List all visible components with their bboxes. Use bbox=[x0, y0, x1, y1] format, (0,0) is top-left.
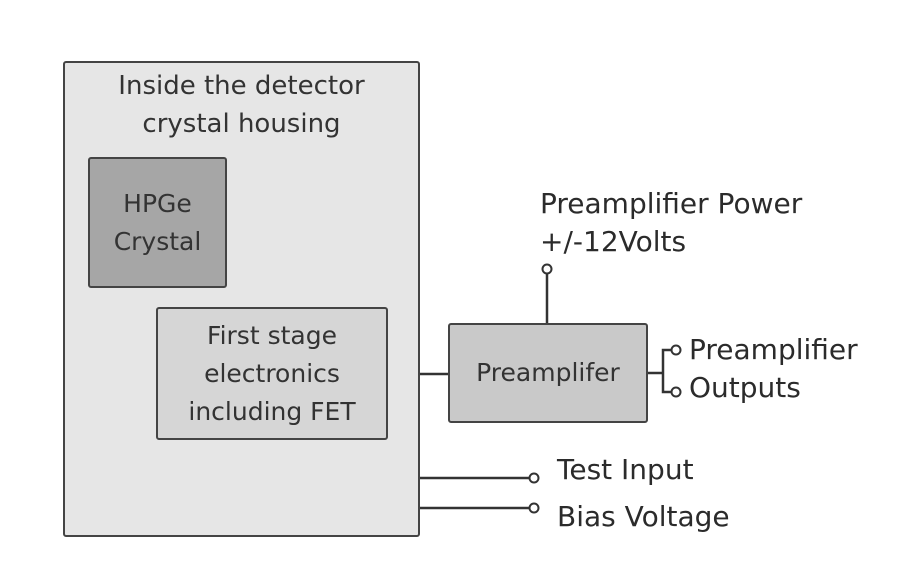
detector-housing-box: Inside the detector crystal housing bbox=[63, 61, 420, 537]
power-terminal bbox=[541, 263, 553, 275]
crystal-label-line1: HPGe bbox=[123, 188, 192, 218]
test-input-terminal bbox=[528, 472, 540, 484]
output-terminal-lower bbox=[670, 386, 682, 398]
housing-label-line1: Inside the detector bbox=[118, 71, 365, 101]
fet-label-line3: including FET bbox=[188, 396, 356, 426]
bias-voltage-label: Bias Voltage bbox=[557, 500, 730, 533]
output-upper-wire bbox=[661, 348, 671, 373]
preamplifier-box: Preamplifer bbox=[448, 323, 648, 423]
hpge-crystal-box: HPGe Crystal bbox=[88, 157, 227, 288]
fet-label-line1: First stage bbox=[207, 320, 337, 350]
outputs-label: Preamplifier Outputs bbox=[689, 331, 858, 407]
fet-label-line2: electronics bbox=[204, 358, 340, 388]
power-label-line2: +/-12Volts bbox=[540, 225, 687, 258]
power-label: Preamplifier Power +/-12Volts bbox=[540, 185, 802, 261]
outputs-label-line1: Preamplifier bbox=[689, 333, 858, 366]
housing-label-line2: crystal housing bbox=[142, 109, 341, 139]
bias-voltage-terminal bbox=[528, 502, 540, 514]
first-stage-electronics-box: First stage electronics including FET bbox=[156, 307, 388, 440]
preamp-label: Preamplifer bbox=[476, 358, 620, 387]
outputs-label-line2: Outputs bbox=[689, 371, 801, 404]
test-input-label: Test Input bbox=[557, 453, 694, 486]
crystal-label-line2: Crystal bbox=[113, 226, 202, 256]
output-lower-wire bbox=[661, 373, 671, 394]
power-label-line1: Preamplifier Power bbox=[540, 187, 803, 220]
output-terminal-upper bbox=[670, 344, 682, 356]
housing-label: Inside the detector crystal housing bbox=[118, 67, 364, 143]
